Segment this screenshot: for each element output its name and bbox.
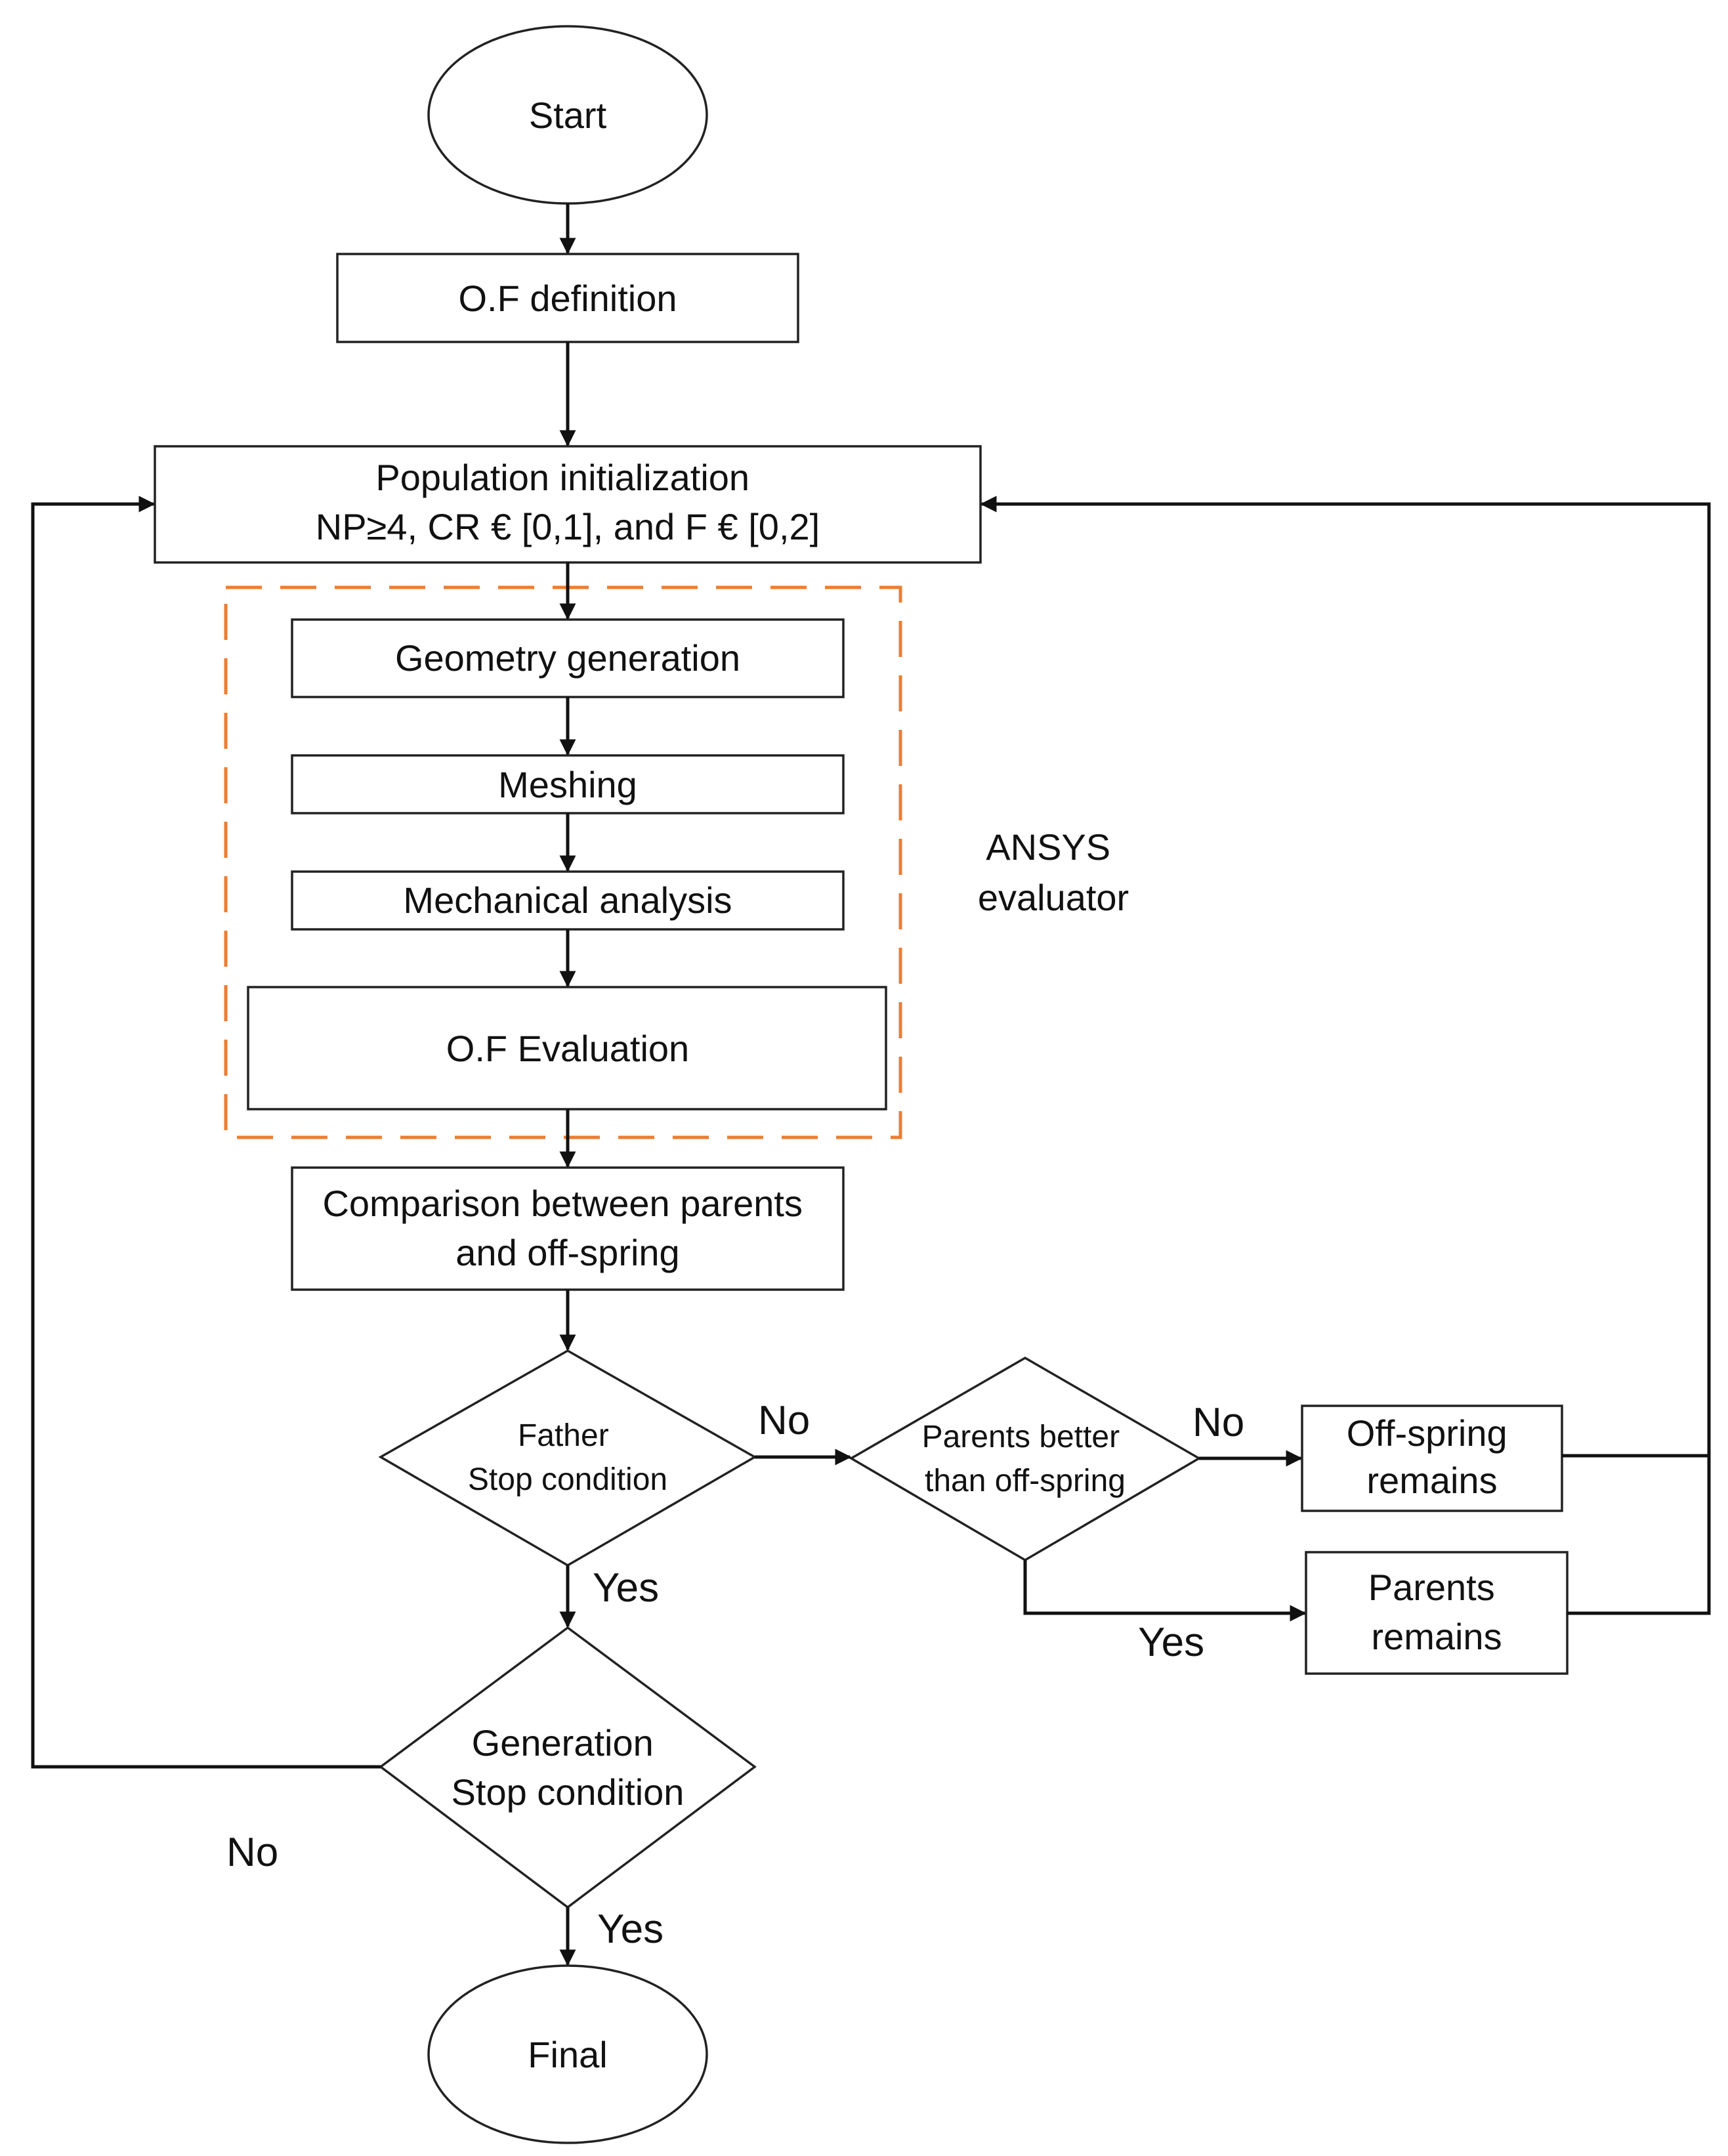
offspring-remains-box: [1301, 1405, 1563, 1512]
population-init-label: Population initialization NP≥4, CR € [0,…: [316, 457, 820, 547]
father-yes-label: Yes: [593, 1565, 659, 1611]
of-definition-label: O.F definition: [458, 278, 677, 319]
edge-parents-remains-to-population: [1567, 1456, 1711, 1615]
parents-remains-box: [1305, 1551, 1569, 1675]
edge-generation-stop-no: [31, 496, 381, 1769]
father-stop-label: Father Stop condition: [468, 1418, 667, 1497]
of-evaluation-label: O.F Evaluation: [446, 1028, 689, 1069]
generation-yes-label: Yes: [597, 1907, 664, 1952]
ansys-evaluator-label: ANSYS evaluator: [978, 826, 1129, 918]
meshing-label: Meshing: [498, 764, 637, 805]
edge-parents-better-yes: [1023, 1560, 1307, 1622]
start-label: Start: [529, 95, 607, 136]
of-evaluation-box: [247, 986, 887, 1110]
geometry-generation-label: Geometry generation: [395, 637, 740, 679]
edge-offspring-to-population: [980, 496, 1711, 1458]
comparison-box: [291, 1166, 845, 1291]
of-definition-box: [336, 253, 799, 343]
generation-stop-decision: [379, 1626, 757, 1909]
mechanical-analysis-box: [291, 870, 845, 931]
father-no-label: No: [758, 1398, 810, 1443]
ansys-evaluator-group: [224, 585, 902, 1139]
parents-remains-label: Parents remains: [1368, 1567, 1506, 1657]
parents-yes-label: Yes: [1138, 1620, 1204, 1665]
geometry-generation-box: [291, 618, 845, 698]
parents-better-decision: [849, 1356, 1202, 1562]
offspring-remains-label: Off-spring remains: [1347, 1412, 1517, 1501]
father-stop-decision: [378, 1349, 757, 1567]
meshing-box: [291, 754, 845, 814]
mechanical-analysis-label: Mechanical analysis: [403, 879, 732, 921]
parents-better-label: Parents better than off-spring: [922, 1420, 1129, 1498]
generation-stop-label: Generation Stop condition: [452, 1722, 685, 1813]
comparison-label: Comparison between parents and off-sprin…: [322, 1183, 812, 1273]
final-label: Final: [528, 2034, 607, 2075]
parents-no-label: No: [1192, 1400, 1244, 1445]
generation-no-label: No: [226, 1830, 278, 1875]
